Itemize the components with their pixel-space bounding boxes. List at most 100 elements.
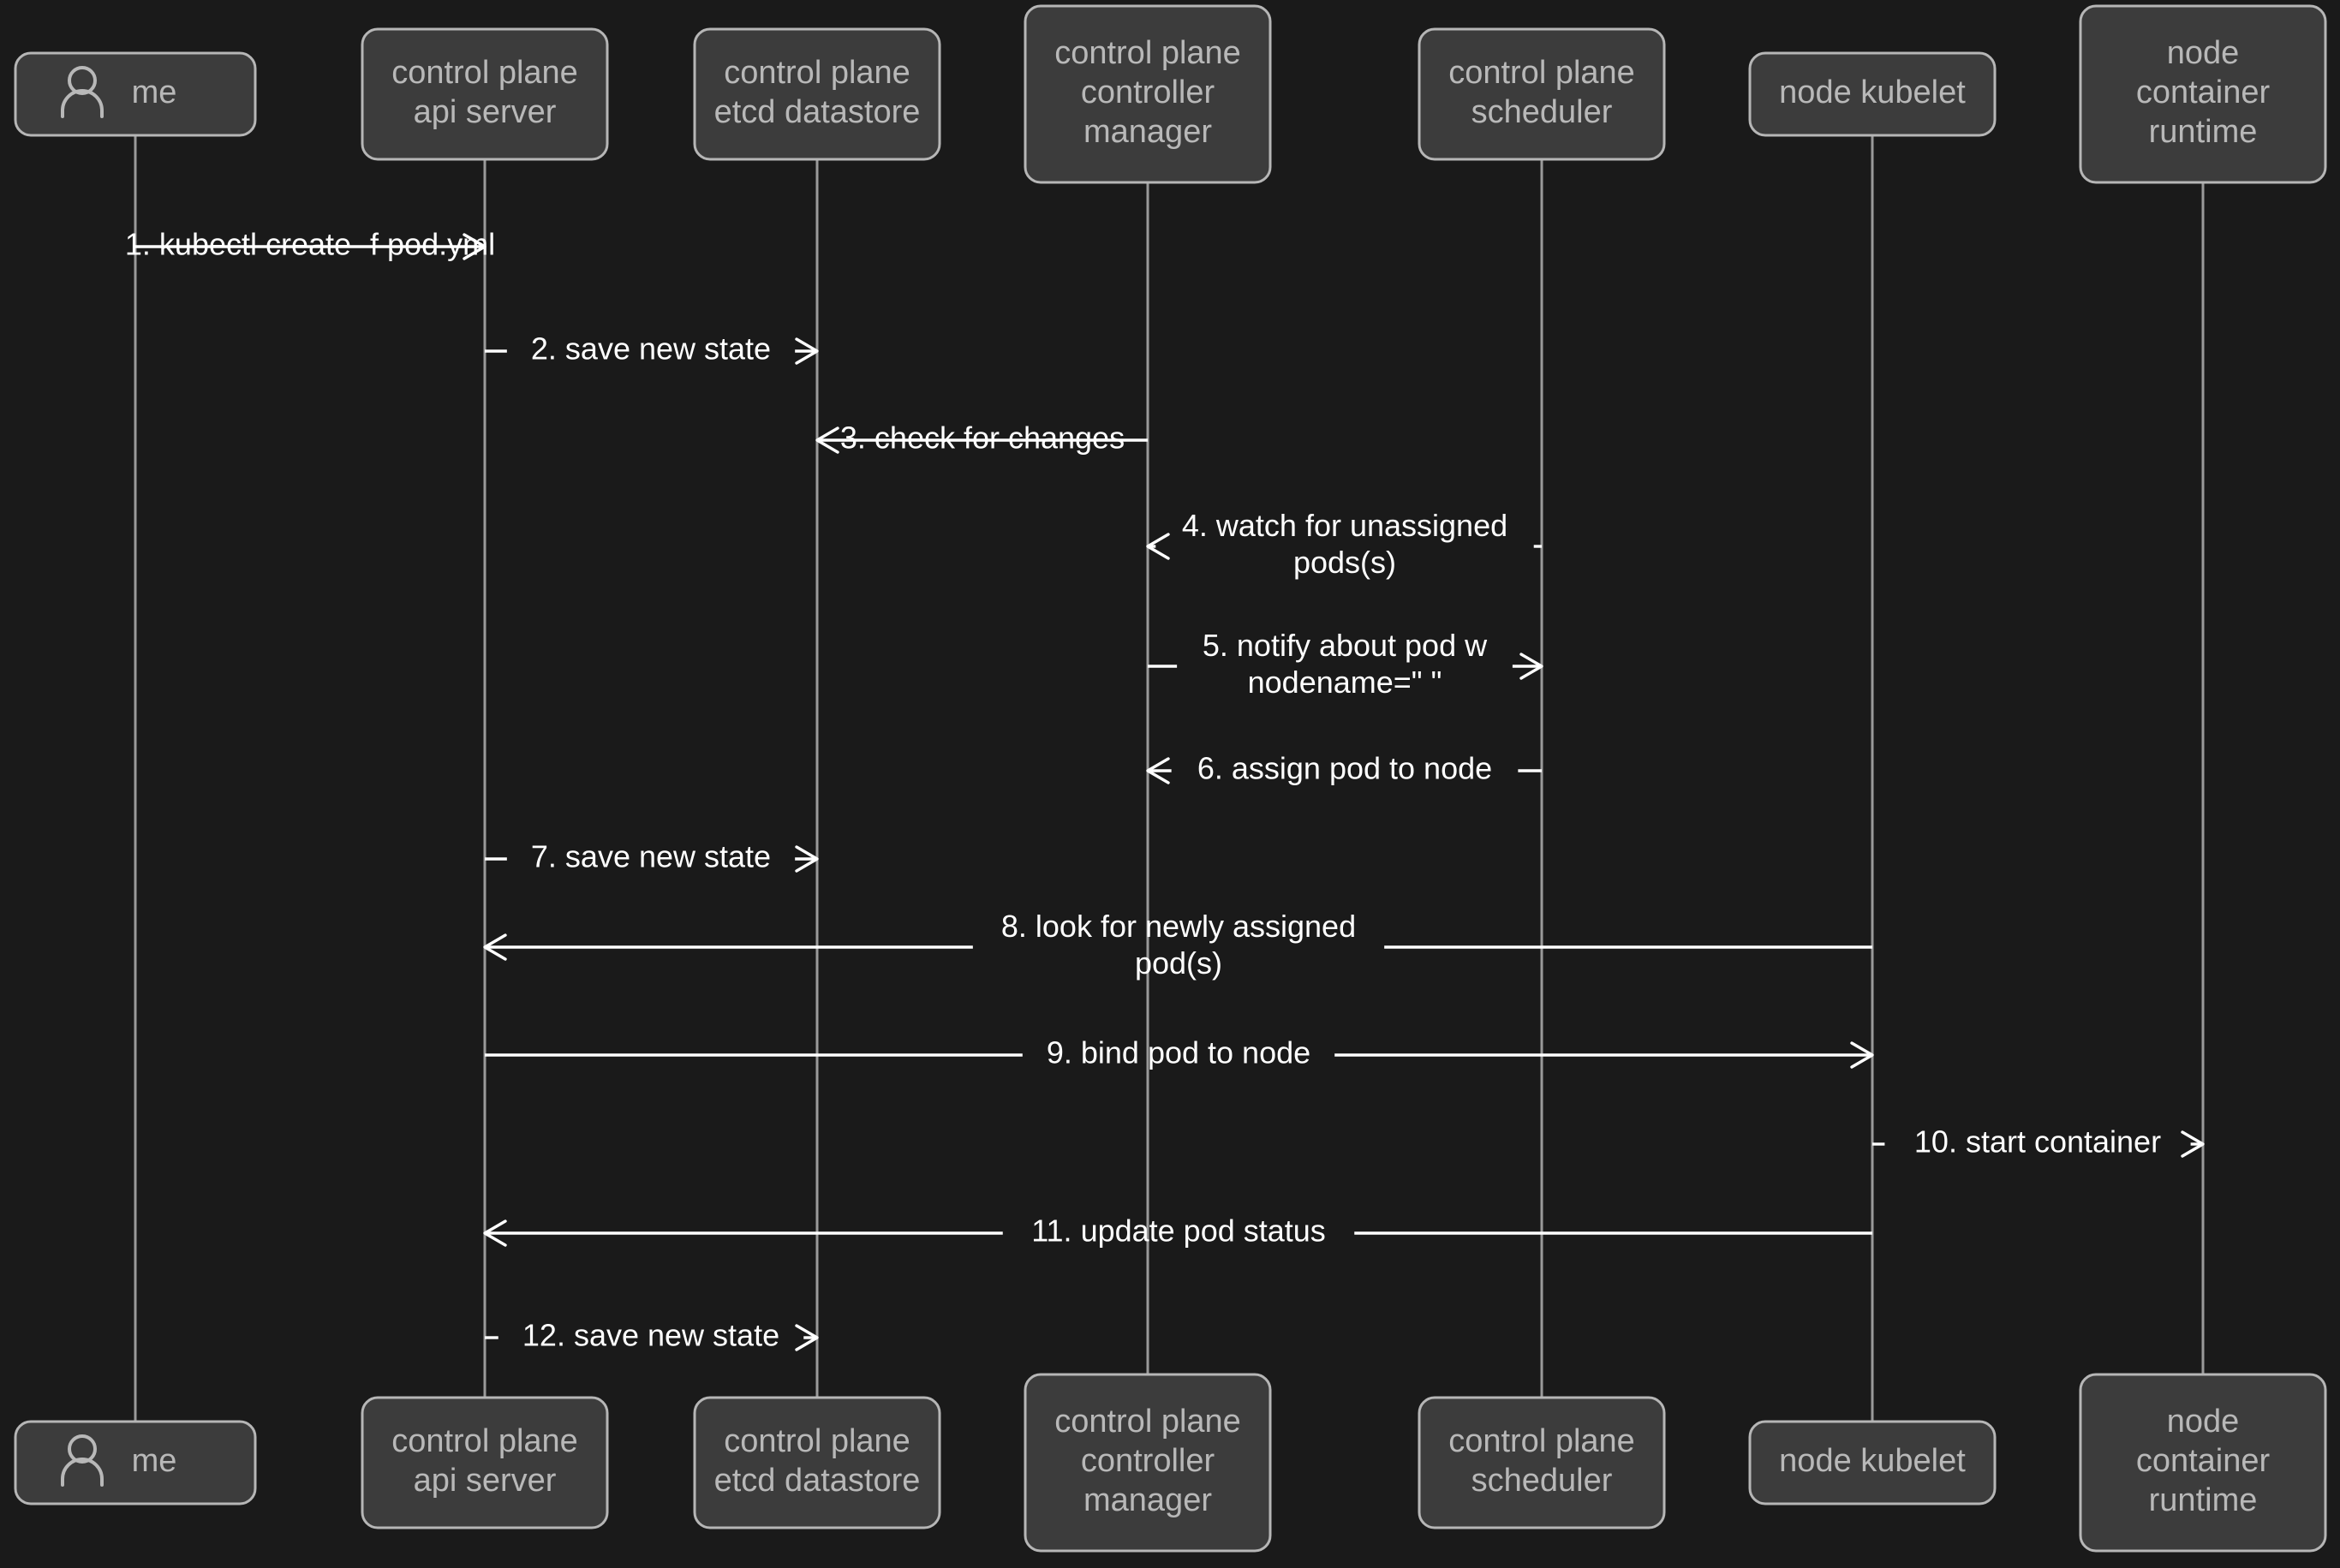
participant-label-line: api server — [414, 1463, 557, 1499]
participant-label-line: control plane — [391, 1423, 578, 1459]
message-arrowhead — [1146, 533, 1170, 560]
participant-label-line: container — [2136, 1443, 2271, 1479]
message-arrowhead — [2181, 1130, 2205, 1158]
lifelines-layer — [134, 135, 2205, 1422]
participant-label-line: control plane — [724, 1423, 910, 1459]
participant-label-line: runtime — [2149, 114, 2258, 150]
message-1[interactable]: 1. kubectl create -f pod.yml — [125, 227, 495, 262]
message-10[interactable]: 10. start container — [1872, 1124, 2205, 1160]
participant-box — [361, 1396, 609, 1529]
participant-box — [1418, 1396, 1666, 1529]
participant-label-line: api server — [414, 94, 557, 130]
participant-label-line: etcd datastore — [714, 1463, 921, 1499]
participant-kubelet-top[interactable]: node kubelet — [1748, 51, 1997, 137]
message-label-line: 1. kubectl create -f pod.yml — [125, 227, 495, 262]
participant-scheduler-bottom[interactable]: control plane scheduler — [1418, 1396, 1666, 1529]
participant-label-line: etcd datastore — [714, 94, 921, 130]
message-2[interactable]: 2. save new state — [485, 331, 819, 367]
messages-layer: 1. kubectl create -f pod.yml 2. save new … — [125, 227, 2205, 1353]
participant-me-top[interactable]: me — [14, 51, 257, 137]
actor-person-icon — [61, 1434, 104, 1487]
message-label-line: 5. notify about pod w — [1203, 628, 1488, 663]
actor-person-icon — [61, 66, 104, 118]
participant-label-line: node kubelet — [1779, 75, 1966, 110]
participant-label-line: node — [2167, 1404, 2240, 1440]
message-7[interactable]: 7. save new state — [485, 839, 819, 874]
participant-box — [1418, 27, 1666, 161]
participant-kubelet-bottom[interactable]: node kubelet — [1748, 1420, 1997, 1505]
message-11[interactable]: 11. update pod status — [483, 1213, 1872, 1249]
participant-runtime-top[interactable]: node container runtime — [2079, 4, 2327, 184]
participant-label-line: control plane — [724, 55, 910, 91]
message-9[interactable]: 9. bind pod to node — [485, 1035, 1874, 1070]
message-arrowhead — [463, 233, 487, 260]
participant-box — [1748, 1420, 1997, 1505]
message-label-line: 11. update pod status — [1031, 1213, 1326, 1249]
participant-box — [14, 1420, 257, 1505]
participant-box — [1024, 4, 1272, 184]
message-label-line: 12. save new state — [522, 1318, 779, 1353]
participant-apiserver-bottom[interactable]: control plane api server — [361, 1396, 609, 1529]
participant-me-bottom[interactable]: me — [14, 1420, 257, 1505]
message-label-line: 2. save new state — [531, 331, 771, 367]
participant-label-line: manager — [1083, 1482, 1212, 1518]
message-label-line: 4. watch for unassigned — [1182, 508, 1507, 543]
participant-label-line: me — [132, 1443, 177, 1479]
participant-box — [693, 1396, 941, 1529]
participant-label-line: node — [2167, 35, 2240, 71]
participant-box — [1748, 51, 1997, 137]
message-arrowhead — [1519, 653, 1543, 680]
participant-box — [1024, 1373, 1272, 1553]
message-label-line: 6. assign pod to node — [1197, 751, 1492, 786]
message-label-line: pods(s) — [1293, 545, 1396, 580]
participant-label-line: container — [2136, 75, 2271, 110]
message-12[interactable]: 12. save new state — [485, 1318, 819, 1353]
message-arrowhead — [1146, 757, 1170, 784]
participant-box — [2079, 1373, 2327, 1553]
participant-box — [693, 27, 941, 161]
participant-label-line: scheduler — [1471, 94, 1613, 130]
participant-label-line: controller — [1081, 75, 1215, 110]
participant-box — [2079, 4, 2327, 184]
participant-label-line: runtime — [2149, 1482, 2258, 1518]
participants-bottom-layer: me control plane api server control plane et… — [14, 1373, 2327, 1553]
message-arrowhead — [483, 933, 507, 961]
message-label-line: 10. start container — [1914, 1124, 2161, 1160]
message-label-line: 8. look for newly assigned — [1001, 909, 1356, 944]
participant-label-line: node kubelet — [1779, 1443, 1966, 1479]
message-arrowhead — [795, 337, 819, 365]
message-label-line: nodename=" " — [1248, 665, 1442, 700]
message-arrowhead — [795, 1324, 819, 1351]
participant-etcd-bottom[interactable]: control plane etcd datastore — [693, 1396, 941, 1529]
participant-box — [14, 51, 257, 137]
message-arrowhead — [815, 426, 839, 454]
message-label-line: pod(s) — [1135, 945, 1222, 981]
message-arrowhead — [1850, 1041, 1874, 1069]
participant-label-line: scheduler — [1471, 1463, 1613, 1499]
participant-label-line: control plane — [1054, 1404, 1241, 1440]
participant-label-line: control plane — [1448, 55, 1635, 91]
participant-label-line: control plane — [1054, 35, 1241, 71]
message-arrowhead — [483, 1219, 507, 1247]
message-arrowhead — [795, 845, 819, 873]
participant-label-line: control plane — [391, 55, 578, 91]
message-label-line: 7. save new state — [531, 839, 771, 874]
message-label-line: 3. check for changes — [840, 420, 1125, 456]
message-label-line: 9. bind pod to node — [1047, 1035, 1310, 1070]
message-3[interactable]: 3. check for changes — [815, 420, 1148, 456]
message-6[interactable]: 6. assign pod to node — [1146, 751, 1542, 786]
participant-label-line: controller — [1081, 1443, 1215, 1479]
participant-label-line: control plane — [1448, 1423, 1635, 1459]
